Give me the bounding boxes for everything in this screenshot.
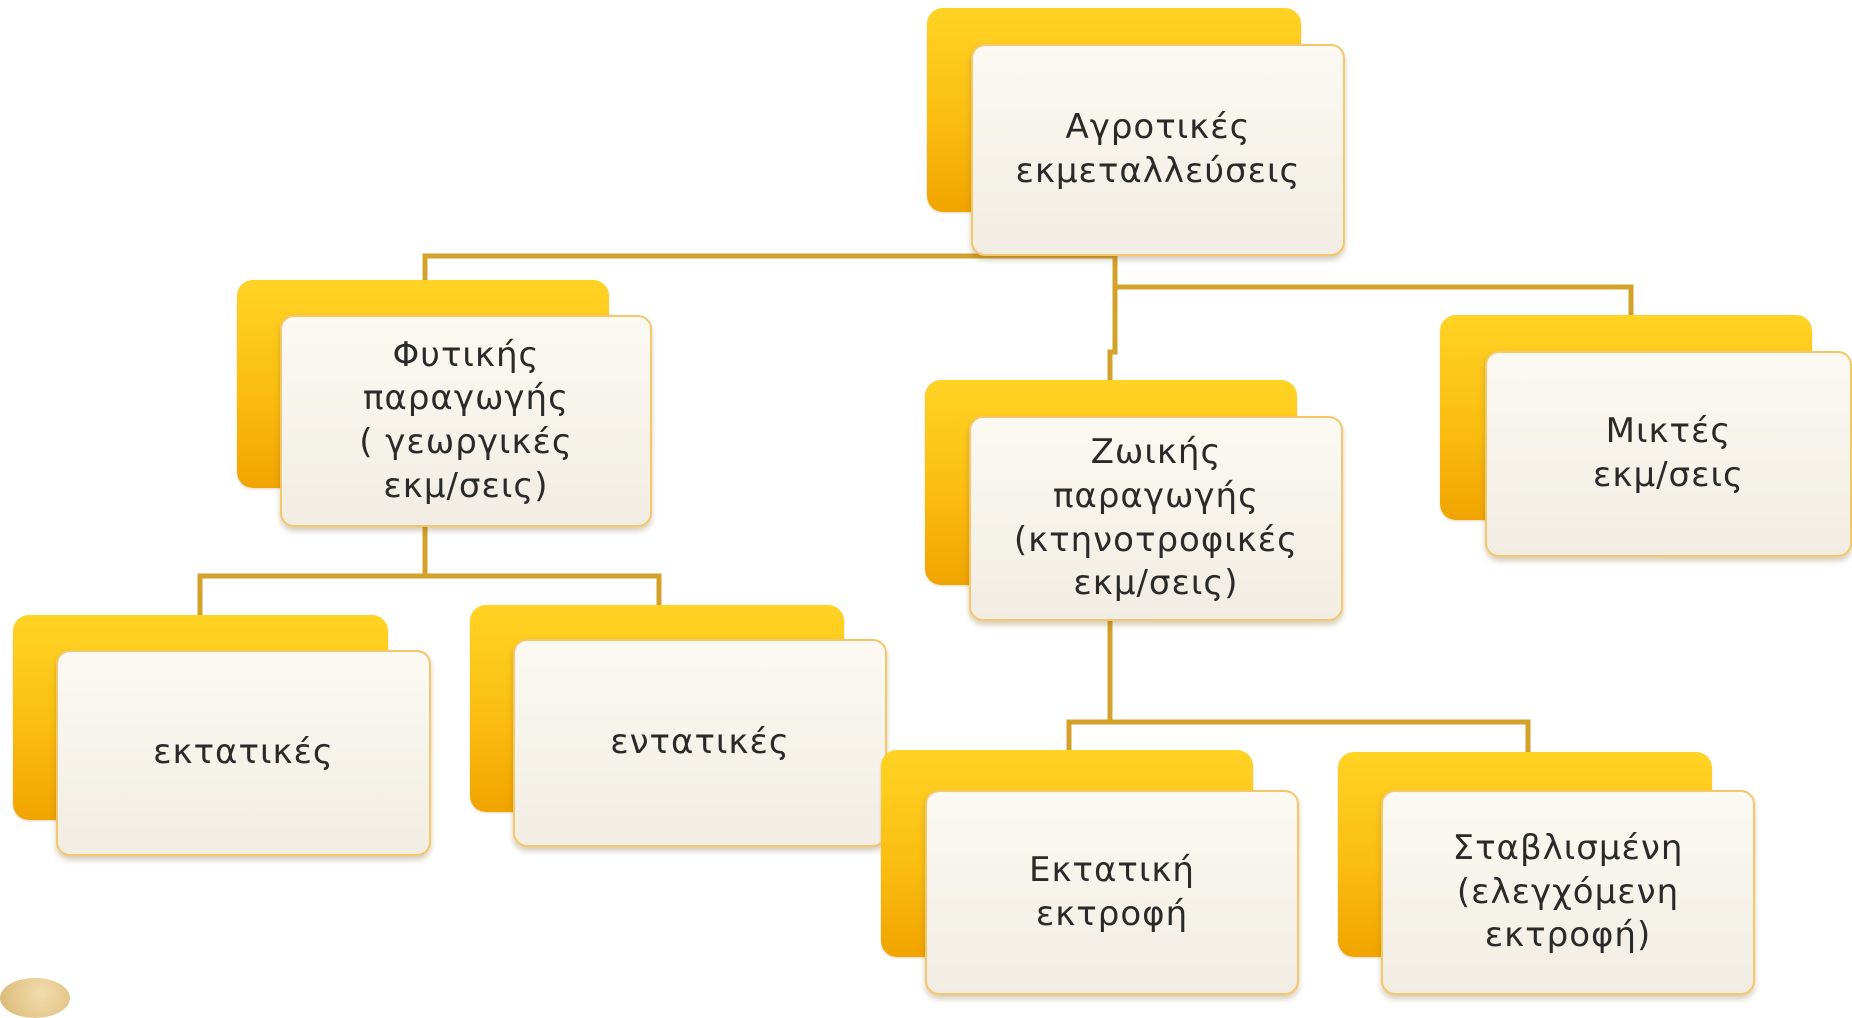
connector-animal-children xyxy=(1066,621,1113,755)
node-label: Φυτικής παραγωγής ( γεωργικές εκμ/σεις) xyxy=(359,334,573,506)
node-label: εντατικές xyxy=(610,722,790,763)
connector-root-plant xyxy=(422,253,1115,290)
node-label: εκτατικές xyxy=(153,732,334,773)
node-label: Αγροτικές εκμεταλλεύσεις xyxy=(1015,107,1301,191)
connector-animal-stabled xyxy=(1069,719,1531,758)
connector-lines xyxy=(197,248,1634,758)
decorative-ornament xyxy=(0,978,70,1018)
node-label: Μικτές εκμ/σεις xyxy=(1593,411,1744,495)
node-label: Ζωικής παραγωγής (κτηνοτροφικές εκμ/σεις… xyxy=(1013,432,1299,604)
connector-root-mixed xyxy=(1115,284,1634,320)
connector-plant-intensive xyxy=(425,573,662,610)
node-label: Σταβλισμένη (ελεγχόμενη εκτροφή) xyxy=(1452,828,1684,956)
node-label: Εκτατική εκτροφή xyxy=(1029,849,1195,934)
connector-root-animal xyxy=(1107,256,1118,386)
connector-plant-children xyxy=(197,527,428,620)
